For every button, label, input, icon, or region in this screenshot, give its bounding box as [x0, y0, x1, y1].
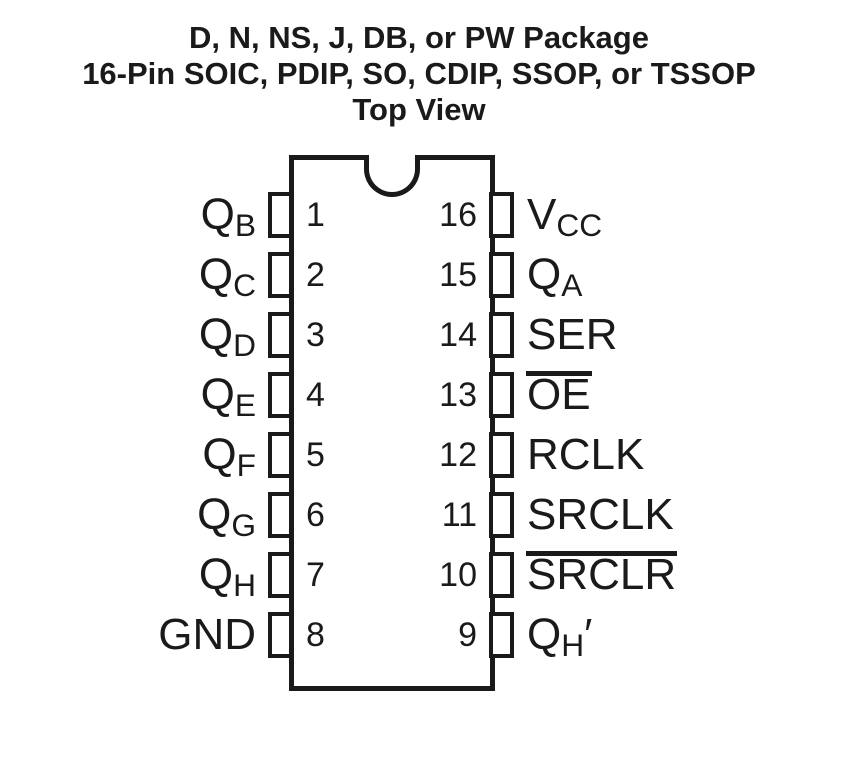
signal-name: QH	[198, 550, 256, 603]
pin-1-qb-row: QB 1	[0, 187, 859, 243]
pin-6-signal-label: QG	[24, 487, 256, 543]
pin-10-srclr-row: SRCLR 10	[0, 547, 859, 603]
ic-package-body	[289, 155, 495, 691]
pin-2-number: 2	[306, 256, 325, 294]
pin-13-signal-label: OE	[526, 367, 837, 423]
pin-3-signal-label: QD	[24, 307, 256, 363]
pin-10-signal-label: SRCLR	[525, 547, 837, 603]
pin-7-qh-row: QH 7	[0, 547, 859, 603]
title-package-codes: D, N, NS, J, DB, or PW Package	[189, 20, 649, 55]
pin-15-lead	[489, 252, 514, 298]
signal-subscript: E	[234, 386, 256, 423]
overlined-signal-name: SRCLR	[525, 550, 678, 599]
signal-name: QD	[198, 310, 256, 363]
pin-2-lead	[268, 252, 293, 298]
pin-11-srclk-row: SRCLK 11	[0, 487, 859, 543]
signal-subscript: CC	[556, 206, 603, 243]
signal-name: QC	[198, 250, 256, 303]
pin-3-qd-row: QD 3	[0, 307, 859, 363]
signal-name: SER	[527, 310, 618, 359]
pin-11-number: 11	[441, 496, 477, 534]
pin-6-qg-row: QG 6	[0, 487, 859, 543]
pin-12-number: 12	[439, 436, 477, 474]
signal-subscript: H	[561, 626, 585, 663]
pin-15-signal-label: QA	[527, 247, 837, 303]
pin-14-ser-row: SER 14	[0, 307, 859, 363]
pin-1-lead	[268, 192, 293, 238]
pin-7-lead	[268, 552, 293, 598]
pin-12-lead	[489, 432, 514, 478]
signal-name: QB	[200, 190, 256, 243]
pin-14-signal-label: SER	[527, 307, 837, 363]
pin-9-number: 9	[458, 616, 477, 654]
pin-15-number: 15	[439, 256, 477, 294]
signal-name: RCLK	[527, 430, 645, 479]
pin-13-number: 13	[439, 376, 477, 414]
pin1-index-notch	[364, 155, 420, 197]
pin-3-number: 3	[306, 316, 325, 354]
pin-16-vcc-row: VCC 16	[0, 187, 859, 243]
signal-subscript: D	[233, 326, 256, 363]
pin-11-signal-label: SRCLK	[527, 487, 837, 543]
pin-5-number: 5	[306, 436, 325, 474]
pin-6-number: 6	[306, 496, 325, 534]
signal-subscript: B	[234, 206, 256, 243]
pin-4-lead	[268, 372, 293, 418]
pin-16-lead	[489, 192, 514, 238]
pin-14-lead	[489, 312, 514, 358]
signal-name: VCC	[527, 190, 603, 243]
pin-13-lead	[489, 372, 514, 418]
pin-5-signal-label: QF	[24, 427, 256, 483]
signal-subscript: F	[236, 446, 256, 483]
pin-4-number: 4	[306, 376, 325, 414]
pin-8-lead	[268, 612, 293, 658]
pin-1-number: 1	[306, 196, 325, 234]
pin-9-lead	[489, 612, 514, 658]
signal-name: QA	[527, 250, 583, 303]
pin-9-qh-row: QH′ 9	[0, 607, 859, 663]
signal-name: QG	[197, 490, 256, 543]
signal-subscript: G	[231, 506, 256, 543]
pin-2-signal-label: QC	[24, 247, 256, 303]
pin-4-signal-label: QE	[24, 367, 256, 423]
pin-16-number: 16	[439, 196, 477, 234]
pin-3-lead	[268, 312, 293, 358]
pin-12-signal-label: RCLK	[527, 427, 837, 483]
pin-9-signal-label: QH′	[527, 607, 837, 663]
pin-14-number: 14	[439, 316, 477, 354]
signal-subscript: A	[561, 266, 583, 303]
pin-11-lead	[489, 492, 514, 538]
diagram-title: D, N, NS, J, DB, or PW Package 16-Pin SO…	[0, 20, 838, 128]
title-view-label: Top View	[352, 92, 486, 127]
signal-name: QE	[200, 370, 256, 423]
pin-8-signal-label: GND	[24, 607, 256, 663]
pin-8-gnd-row: GND 8	[0, 607, 859, 663]
signal-subscript: C	[233, 266, 256, 303]
pin-2-qc-row: QC 2	[0, 247, 859, 303]
pin-16-signal-label: VCC	[527, 187, 837, 243]
signal-name: GND	[158, 610, 256, 659]
signal-name: SRCLK	[527, 490, 674, 539]
pin-10-number: 10	[439, 556, 477, 594]
pin-5-lead	[268, 432, 293, 478]
pin-1-signal-label: QB	[24, 187, 256, 243]
title-package-types: 16-Pin SOIC, PDIP, SO, CDIP, SSOP, or TS…	[82, 56, 756, 91]
pin-5-qf-row: QF 5	[0, 427, 859, 483]
pin-8-number: 8	[306, 616, 325, 654]
overlined-signal-name: OE	[526, 370, 592, 419]
signal-subscript: H	[233, 566, 256, 603]
signal-name: QF	[202, 430, 256, 483]
pin-15-qa-row: QA 15	[0, 247, 859, 303]
pin-12-rclk-row: RCLK 12	[0, 427, 859, 483]
signal-name: QH′	[527, 610, 593, 663]
pin-6-lead	[268, 492, 293, 538]
pin-4-qe-row: QE 4	[0, 367, 859, 423]
pin-10-lead	[489, 552, 514, 598]
pin-7-signal-label: QH	[24, 547, 256, 603]
pin-13-oe-row: OE 13	[0, 367, 859, 423]
pin-7-number: 7	[306, 556, 325, 594]
